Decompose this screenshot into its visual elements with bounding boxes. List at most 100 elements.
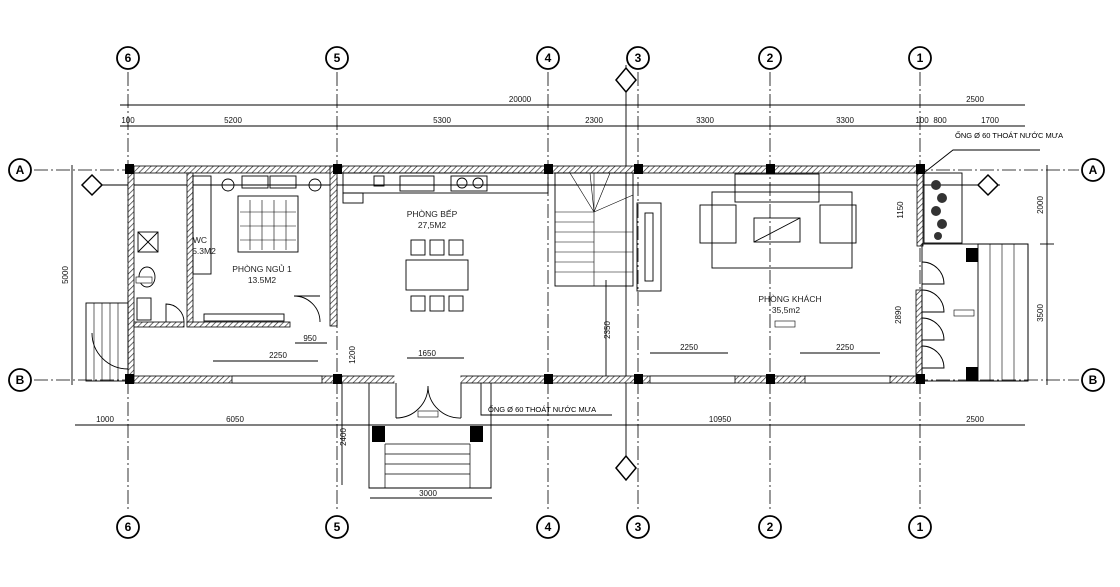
svg-text:2: 2 (767, 51, 774, 65)
svg-text:1: 1 (917, 51, 924, 65)
dim-inner: 1150 (896, 201, 905, 219)
svg-text:A: A (16, 163, 25, 177)
door-swing (293, 295, 321, 323)
svg-text:2: 2 (767, 520, 774, 534)
dim-inner: 1650 (418, 349, 436, 358)
drain-note-bottom: ỐNG Ø 60 THOÁT NƯỚC MƯA (488, 404, 596, 414)
axis-bubble-b-left: B (8, 368, 32, 392)
axis-bubble-a-left: A (8, 158, 32, 182)
room-area-wc: 5.3M2 (192, 246, 216, 256)
furniture (85, 149, 1040, 489)
dim-overall: 20000 (509, 95, 532, 104)
armchair-icon (819, 204, 857, 244)
dim-inner: 2250 (269, 351, 287, 360)
svg-text:1: 1 (917, 520, 924, 534)
level-tag (417, 410, 439, 418)
svg-text:4: 4 (545, 520, 552, 534)
dim-left-height: 5000 (61, 266, 70, 284)
section-marker-icon (976, 173, 1000, 197)
drain-note-top: ỐNG Ø 60 THOÁT NƯỚC MƯA (955, 130, 1063, 140)
axis-bubble-1: 1 (908, 46, 932, 70)
dim-top: 3300 (696, 116, 714, 125)
folding-door (921, 261, 945, 369)
dim-bottom: 10950 (709, 415, 732, 424)
kitchen-counter (342, 172, 549, 194)
dim-porch-width: 3000 (419, 489, 437, 498)
svg-text:B: B (1089, 373, 1098, 387)
axis-bubble-4: 4 (536, 46, 560, 70)
dim-inner: 2890 (894, 306, 903, 324)
dim-inner: 2250 (680, 343, 698, 352)
axis-bubble-5: 5 (325, 515, 349, 539)
dim-top: 100 (121, 116, 135, 125)
room-name-wc: WC (193, 235, 207, 245)
wardrobe-icon (192, 175, 212, 275)
dim-right: 3500 (1036, 304, 1045, 322)
right-porch (921, 243, 1029, 382)
axis-bubble-4: 4 (536, 515, 560, 539)
axis-bubble-a-right: A (1081, 158, 1105, 182)
dim-overhang: 2500 (966, 95, 984, 104)
dim-inner: 2350 (603, 321, 612, 339)
room-area-kitchen: 27,5M2 (418, 220, 447, 230)
dim-inner: 1200 (348, 346, 357, 364)
section-marker-icon (615, 66, 637, 94)
coffee-table (753, 217, 801, 243)
axis-bubble-1: 1 (908, 515, 932, 539)
axis-bubble-3: 3 (626, 46, 650, 70)
dim-bottom: 1000 (96, 415, 114, 424)
dim-top: 2300 (585, 116, 603, 125)
dimension-lines (71, 104, 1054, 499)
dim-inner: 2250 (836, 343, 854, 352)
section-marker-icon (615, 454, 637, 482)
axis-bubbles-rows: A B A B (8, 158, 1105, 392)
svg-text:6: 6 (125, 520, 132, 534)
dim-top: 3300 (836, 116, 854, 125)
svg-text:5: 5 (334, 520, 341, 534)
room-area-living: 35,5m2 (772, 305, 801, 315)
axis-bubbles-top: 6 5 4 3 2 1 (116, 46, 932, 70)
annotations: ỐNG Ø 60 THOÁT NƯỚC MƯA ỐNG Ø 60 THOÁT N… (488, 130, 1063, 414)
dim-top: 800 (933, 116, 947, 125)
dim-top: 5200 (224, 116, 242, 125)
axis-bubble-2: 2 (758, 515, 782, 539)
dim-right: 2000 (1036, 196, 1045, 214)
planter (923, 172, 963, 244)
room-area-bedroom: 13.5M2 (248, 275, 277, 285)
svg-text:3: 3 (635, 51, 642, 65)
section-marker-icons (80, 65, 1000, 482)
dim-inner: 950 (303, 334, 317, 343)
section-marker-icon (80, 173, 104, 197)
tv-cabinet (636, 202, 662, 292)
rug (711, 191, 853, 269)
dim-bottom: 6050 (226, 415, 244, 424)
svg-text:B: B (16, 373, 25, 387)
level-tag (135, 276, 153, 284)
level-tag (774, 320, 796, 328)
axis-bubble-b-right: B (1081, 368, 1105, 392)
sink-icon (399, 175, 435, 192)
svg-text:6: 6 (125, 51, 132, 65)
room-name-kitchen: PHÒNG BẾP (407, 209, 458, 219)
room-name-living: PHÒNG KHÁCH (758, 294, 821, 304)
armchair-icon (699, 204, 737, 244)
dim-bottom: 2500 (966, 415, 984, 424)
axis-bubbles-bottom: 6 5 4 3 2 1 (116, 515, 932, 539)
dimension-labels: 20000 2500 100 5200 5300 2300 3300 3300 … (61, 95, 1045, 498)
shower-icon (137, 231, 159, 253)
dining-table (405, 259, 469, 291)
axis-bubble-3: 3 (626, 515, 650, 539)
sink-icon (136, 297, 152, 321)
bed-icon (237, 195, 299, 253)
side-stairs (85, 302, 129, 382)
axis-bubble-5: 5 (325, 46, 349, 70)
entry-porch (368, 383, 492, 489)
walls (125, 164, 978, 442)
entry-door (395, 383, 462, 418)
dim-porch-depth: 2400 (339, 428, 348, 446)
svg-text:A: A (1089, 163, 1098, 177)
dim-top: 5300 (433, 116, 451, 125)
svg-text:3: 3 (635, 520, 642, 534)
room-labels: WC 5.3M2 PHÒNG NGỦ 1 13.5M2 PHÒNG BẾP 27… (192, 209, 821, 315)
